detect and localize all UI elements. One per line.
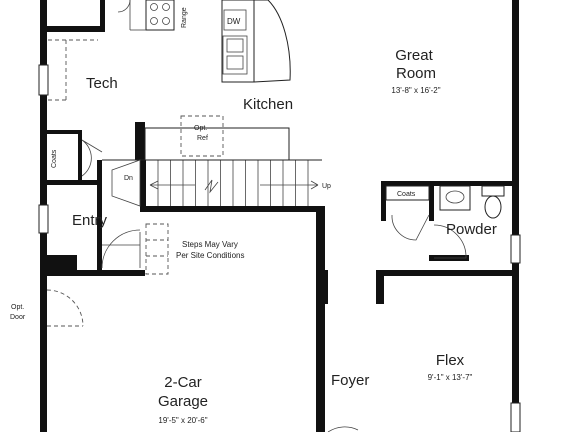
wall-garage-corner — [47, 255, 77, 276]
tech-desk — [48, 39, 98, 101]
dishwasher-outline — [223, 9, 247, 31]
door-swing-icon — [81, 139, 103, 177]
door-swing-icon — [433, 224, 467, 259]
wall-powder-left — [381, 181, 386, 221]
windows — [38, 64, 521, 433]
wall-powder-top — [381, 181, 519, 186]
toilet-tank — [481, 185, 505, 197]
wall-foyer-jog — [318, 270, 328, 304]
steps-outline — [145, 223, 169, 275]
burner-icon — [162, 17, 170, 25]
window-entry — [38, 204, 49, 234]
wall-coats-divider — [429, 181, 434, 221]
coats-powder-label: Coats — [397, 191, 416, 198]
opt-door-label-line1: Opt. — [11, 304, 24, 311]
room-label-flex: Flex — [436, 352, 465, 369]
steps-note-line1: Steps May Vary — [182, 240, 238, 249]
range-outline — [145, 0, 175, 31]
room-label-great-room-2: Room — [396, 65, 436, 82]
room-label-garage-1: 2-Car — [164, 374, 202, 391]
garage-dims: 19'-5" x 20'-6" — [158, 416, 207, 425]
island-curved-edge — [253, 0, 291, 83]
island-outline — [221, 0, 255, 83]
wall-flex-top — [376, 270, 519, 276]
room-label-tech: Tech — [86, 75, 118, 92]
room-labels: Tech Kitchen Great Room 13'-8" x 16'-2" … — [10, 47, 497, 425]
wall-garage-top — [47, 270, 145, 276]
great-room-dims: 13'-8" x 16'-2" — [391, 86, 440, 95]
wall-tech-top-stub — [100, 0, 105, 32]
coats-entry-label: Coats — [51, 149, 58, 168]
coats-shelf — [385, 185, 430, 201]
wall-entry-right — [97, 160, 102, 272]
opt-ref-outline — [180, 115, 224, 157]
wall-tech-top — [40, 26, 100, 32]
room-label-garage-2: Garage — [158, 393, 208, 410]
sink-icon — [445, 190, 465, 204]
wall-counter-left — [135, 122, 145, 160]
opt-door-swing — [46, 289, 84, 327]
wall-right-exterior — [512, 0, 519, 432]
wall-flex-left — [376, 270, 384, 304]
window-powder — [510, 234, 521, 264]
room-label-powder: Powder — [446, 221, 497, 238]
wall-coats-bottom — [47, 180, 97, 185]
opt-ref-label-line2: Ref — [197, 135, 208, 142]
burner-icon — [150, 3, 158, 11]
door-swing-icon — [327, 426, 359, 433]
door-swing-icon — [101, 229, 141, 269]
arrow-right-icon — [260, 180, 319, 190]
wall-stair-left — [140, 160, 146, 212]
room-label-great-room-1: Great — [395, 47, 433, 64]
steps-note-line2: Per Site Conditions — [176, 251, 244, 260]
door-swing-icon — [391, 214, 430, 241]
arrow-left-icon — [149, 180, 195, 190]
room-label-foyer: Foyer — [331, 372, 369, 389]
burner-icon — [162, 3, 170, 11]
flex-dims: 9'-1" x 13'-7" — [428, 373, 473, 382]
dishwasher-label: DW — [227, 17, 241, 26]
wall-stair-bottom — [140, 206, 325, 212]
stair-landing — [111, 159, 141, 207]
vanity-outline — [439, 185, 471, 211]
burner-icon — [150, 17, 158, 25]
opt-door-label-line2: Door — [10, 314, 26, 321]
stair-down-label: Dn — [124, 175, 133, 182]
break-line-icon — [204, 179, 219, 194]
sink-outline — [222, 35, 248, 75]
door-swing-icon — [117, 0, 131, 13]
powder-fixtures: Coats — [385, 185, 505, 259]
counter-outline — [144, 127, 290, 161]
wall-garage-right — [316, 206, 325, 432]
sink-bowl-icon — [226, 55, 244, 70]
staircase — [157, 160, 309, 206]
room-label-entry: Entry — [72, 212, 108, 229]
window-flex — [510, 402, 521, 433]
range-label: Range — [181, 7, 188, 28]
room-label-kitchen: Kitchen — [243, 96, 293, 113]
window-tech — [38, 64, 49, 96]
opt-ref-label-line1: Opt. — [194, 125, 207, 132]
toilet-icon — [484, 195, 502, 219]
wall-coats-right — [78, 130, 82, 182]
stair-up-label: Up — [322, 183, 331, 190]
wall-tech-entry — [47, 130, 82, 134]
sink-bowl-icon — [226, 38, 244, 53]
